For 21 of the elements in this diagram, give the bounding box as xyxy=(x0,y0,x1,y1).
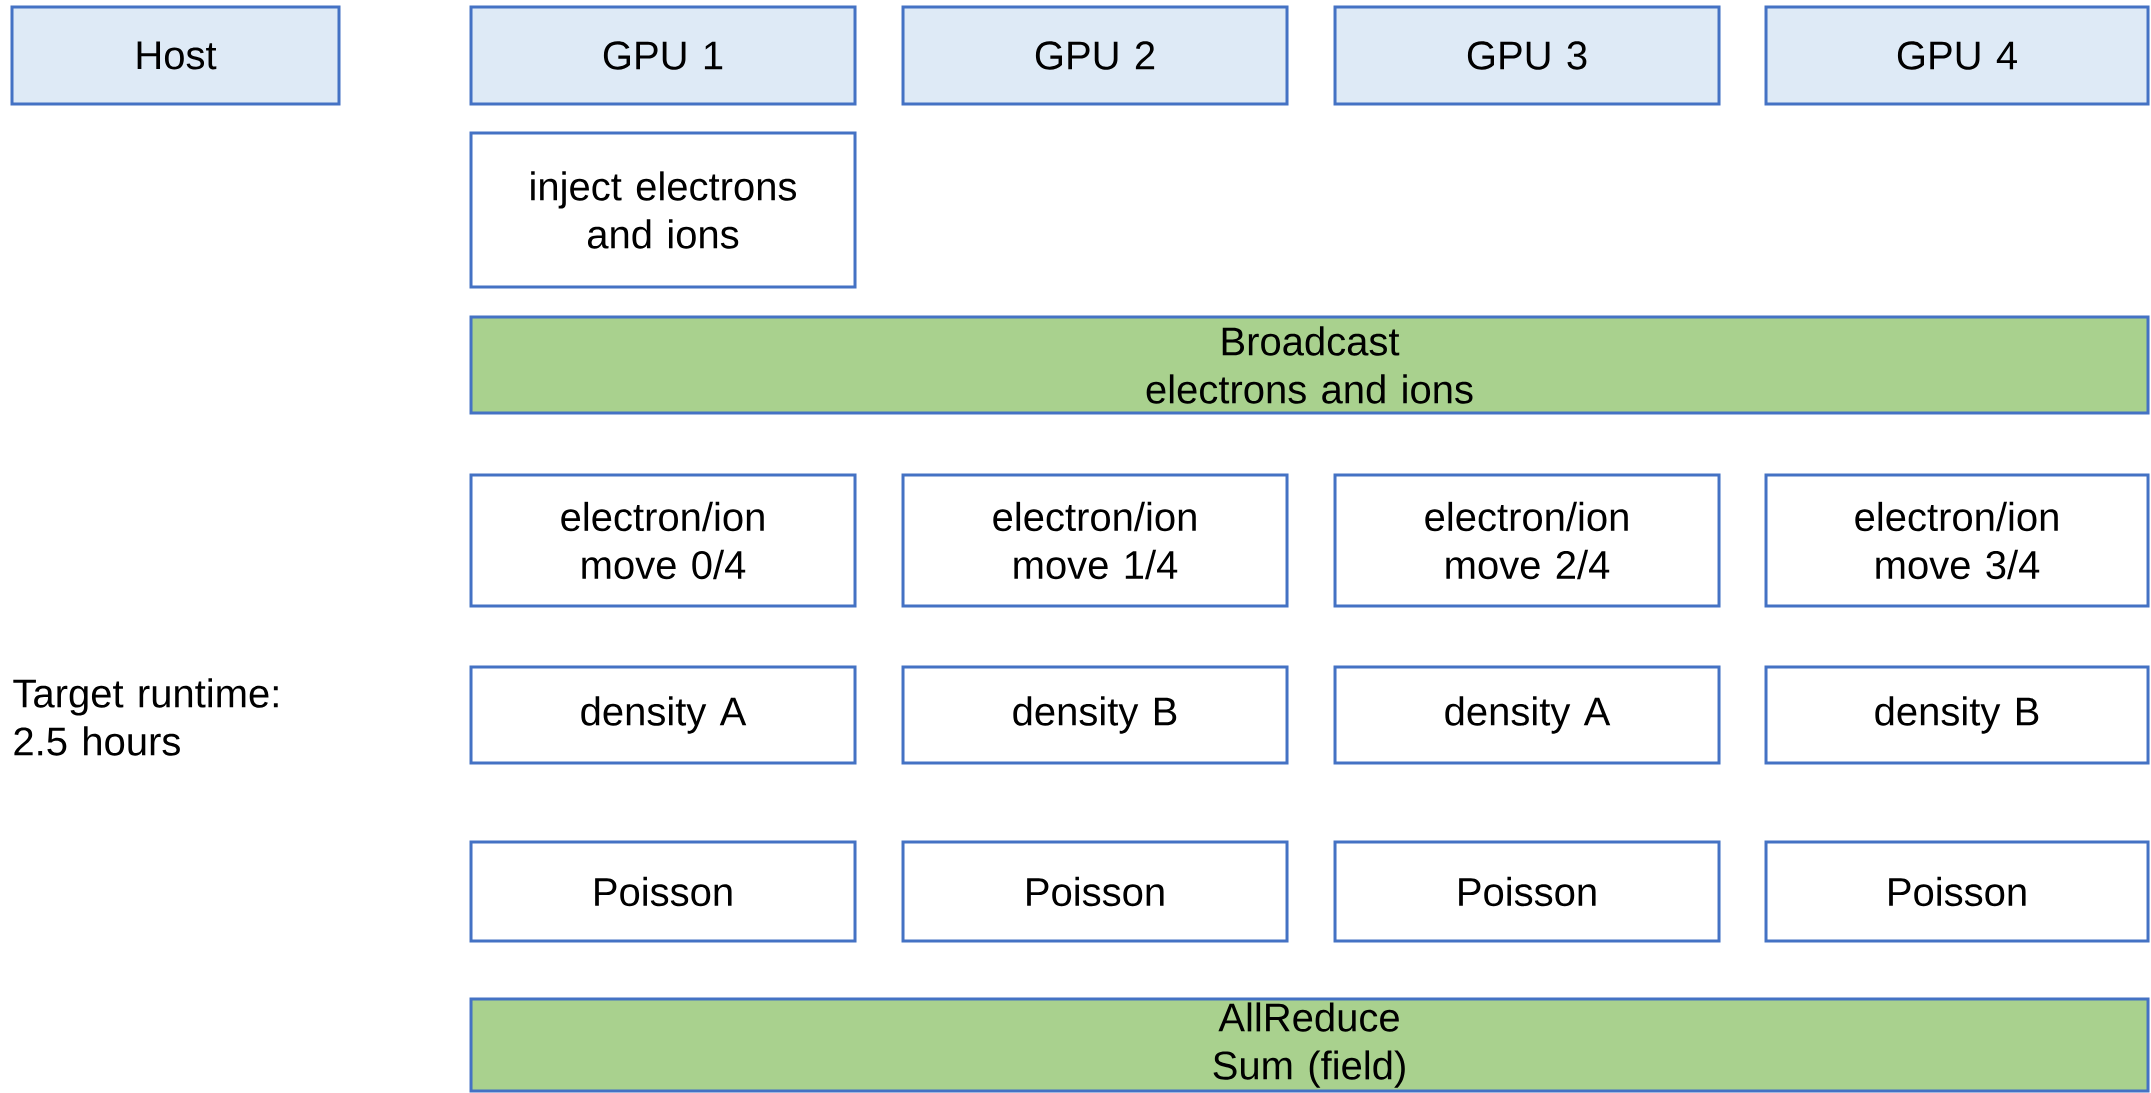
collective-bar: Broadcast electrons and ions xyxy=(469,315,2150,415)
note-text: Target runtime: 2.5 hours xyxy=(13,678,278,756)
process-box: Poisson xyxy=(1764,840,2150,943)
header-box: GPU 4 xyxy=(1764,5,2150,106)
header-box: GPU 1 xyxy=(469,5,857,106)
process-box: Poisson xyxy=(469,840,857,943)
process-box: Poisson xyxy=(901,840,1289,943)
process-box: Poisson xyxy=(1333,840,1721,943)
process-box: electron/ion move 0/4 xyxy=(469,473,857,608)
header-box: Host xyxy=(10,5,341,106)
header-box: GPU 2 xyxy=(901,5,1289,106)
process-box: density A xyxy=(469,665,857,765)
process-box: density B xyxy=(1764,665,2150,765)
process-box: density A xyxy=(1333,665,1721,765)
process-box: electron/ion move 2/4 xyxy=(1333,473,1721,608)
process-box: inject electrons and ions xyxy=(469,131,857,289)
collective-bar: AllReduce Sum (field) xyxy=(469,997,2150,1093)
header-box: GPU 3 xyxy=(1333,5,1721,106)
process-box: density B xyxy=(901,665,1289,765)
process-box: electron/ion move 3/4 xyxy=(1764,473,2150,608)
process-box: electron/ion move 1/4 xyxy=(901,473,1289,608)
